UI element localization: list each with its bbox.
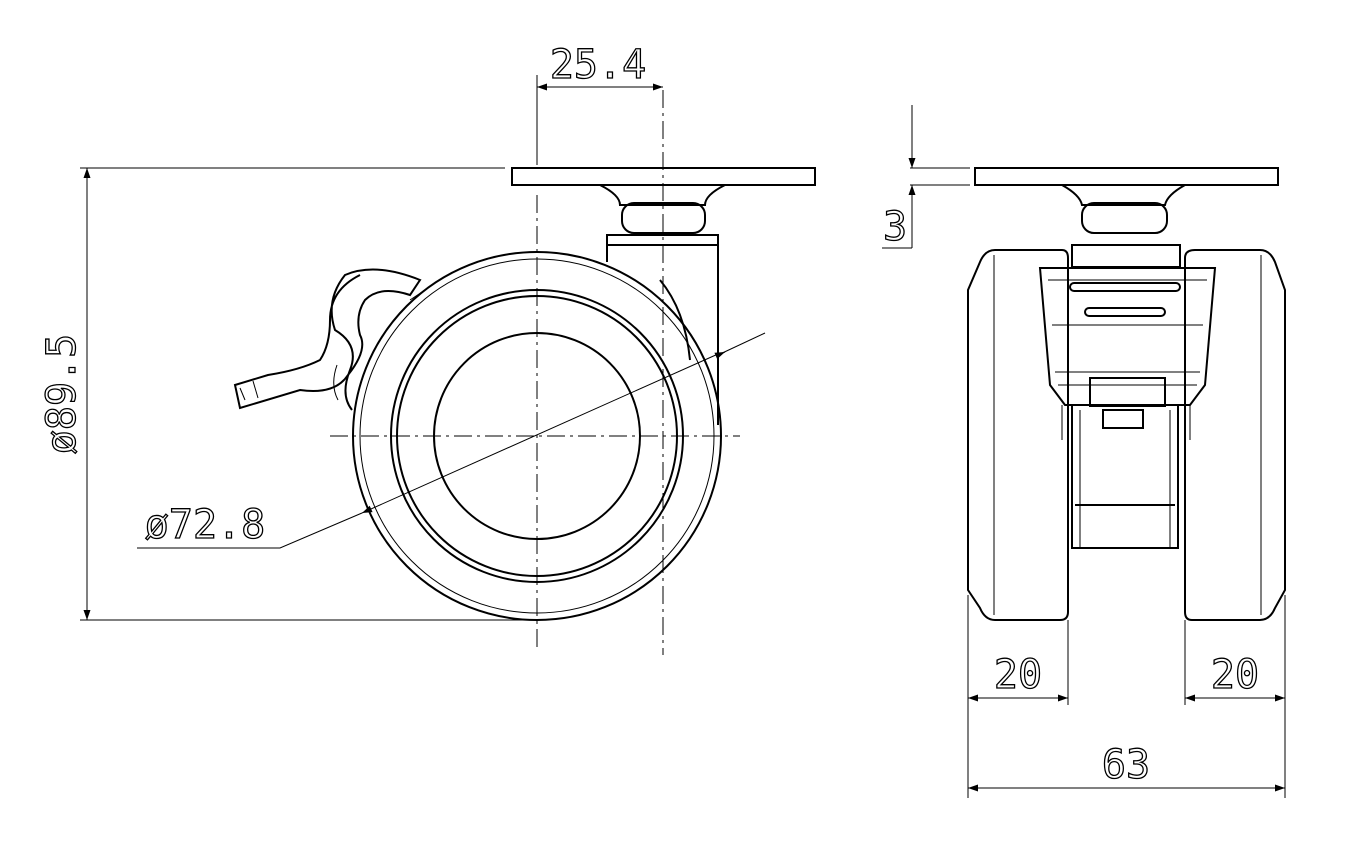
- side-view: 25.4 ø89.5 ø72.8: [38, 41, 816, 655]
- swivel-neck: [621, 202, 706, 234]
- axle-nut: [1102, 409, 1144, 429]
- left-wheel-width-dim-label: 20: [994, 652, 1042, 698]
- brake-lever-edge: [239, 289, 426, 401]
- height-dimension: ø89.5: [38, 167, 537, 621]
- right-wheel: [1184, 249, 1286, 621]
- right-wheel-width-dimension: 20: [1184, 595, 1286, 798]
- swivel-base: [599, 184, 726, 206]
- wheel-diameter-dimension: ø72.8: [137, 332, 766, 549]
- offset-dimension: 25.4: [536, 41, 663, 165]
- overall-width-dim-label: 63: [1102, 742, 1150, 788]
- height-dim-label: ø89.5: [39, 334, 85, 454]
- housing-detail: [1048, 279, 1207, 386]
- front-mounting-plate: [974, 167, 1279, 186]
- fork-housing: [1038, 267, 1217, 406]
- brake-lever: [233, 268, 422, 411]
- housing-slot-middle: [1084, 307, 1166, 317]
- offset-dim-label: 25.4: [550, 42, 646, 88]
- front-stem-collar: [1071, 244, 1181, 268]
- front-swivel-base: [1061, 184, 1186, 206]
- right-wheel-width-dim-label: 20: [1211, 652, 1259, 698]
- left-wheel-width-dimension: 20: [967, 595, 1069, 798]
- fork-leg-detail: [1061, 405, 1191, 548]
- fork-legs: [1071, 405, 1179, 549]
- front-swivel-neck: [1081, 202, 1168, 234]
- plate-thickness-dim-label: 3: [883, 204, 907, 250]
- brake-pedal: [1089, 377, 1166, 407]
- housing-slot-top: [1069, 282, 1181, 292]
- front-view: 3 20 20 63: [882, 105, 1286, 798]
- overall-width-dimension: 63: [968, 741, 1285, 792]
- left-wheel: [967, 249, 1069, 621]
- wheel-diameter-dim-label: ø72.8: [145, 502, 265, 548]
- fork-body: [606, 245, 719, 425]
- plate-thickness-dimension: 3: [882, 105, 970, 251]
